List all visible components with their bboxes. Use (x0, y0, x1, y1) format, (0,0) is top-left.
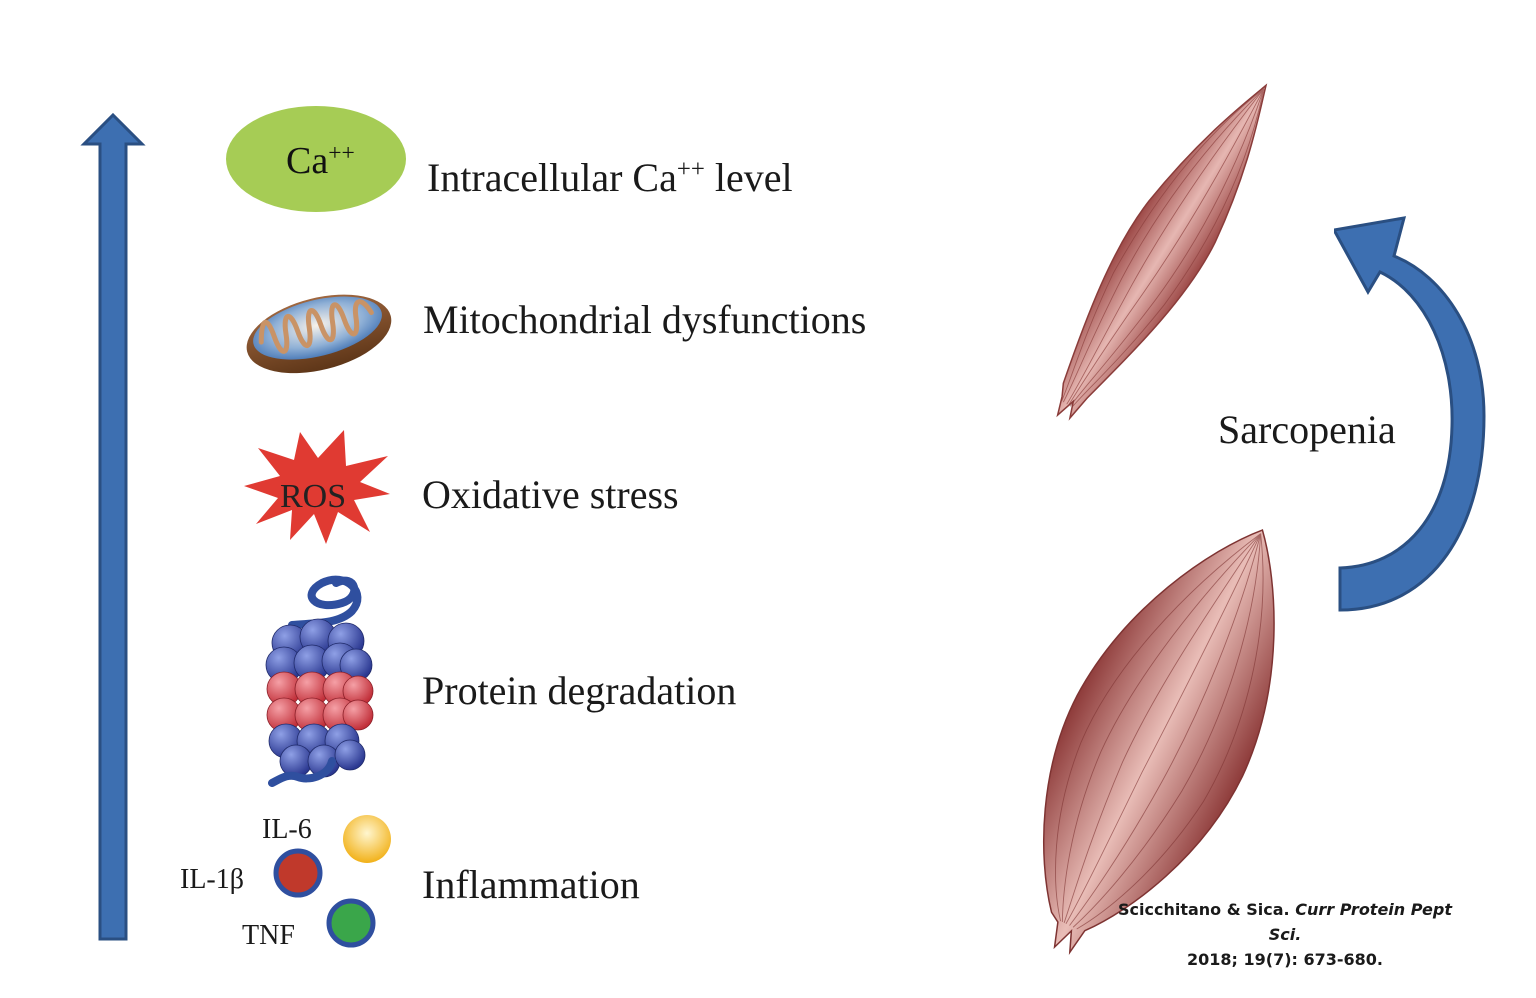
atrophic-muscle-icon (1056, 83, 1268, 421)
cytokine-il1b-label: IL-1β (180, 864, 244, 895)
label-oxidative-stress: Oxidative stress (422, 472, 679, 517)
ros-burst-icon (244, 430, 390, 544)
cytokine-tnf-label: TNF (242, 920, 295, 951)
ros-icon-text: ROS (280, 478, 347, 515)
il6-circle-icon (343, 815, 391, 863)
healthy-muscle-icon (1042, 529, 1275, 956)
calcium-icon-text: Ca++ (286, 140, 355, 182)
mitochondrion-icon (246, 294, 392, 374)
label-calcium-level: Intracellular Ca++ level (427, 155, 793, 200)
proteasome-icon (265, 575, 374, 787)
tnf-circle-icon (326, 898, 376, 948)
citation: Scicchitano & Sica. Curr Protein Pept Sc… (1118, 900, 1452, 969)
vertical-up-arrow (80, 112, 146, 941)
il1b-circle-icon (273, 848, 323, 898)
label-inflammation: Inflammation (422, 862, 640, 907)
label-protein-degradation: Protein degradation (422, 668, 737, 713)
sarcopenia-label: Sarcopenia (1218, 407, 1396, 452)
label-mitochondrial-dysfunctions: Mitochondrial dysfunctions (423, 297, 867, 342)
cytokine-il6-label: IL-6 (262, 814, 312, 845)
curved-up-arrow (1334, 216, 1486, 612)
calcium-ion-icon (226, 106, 406, 212)
